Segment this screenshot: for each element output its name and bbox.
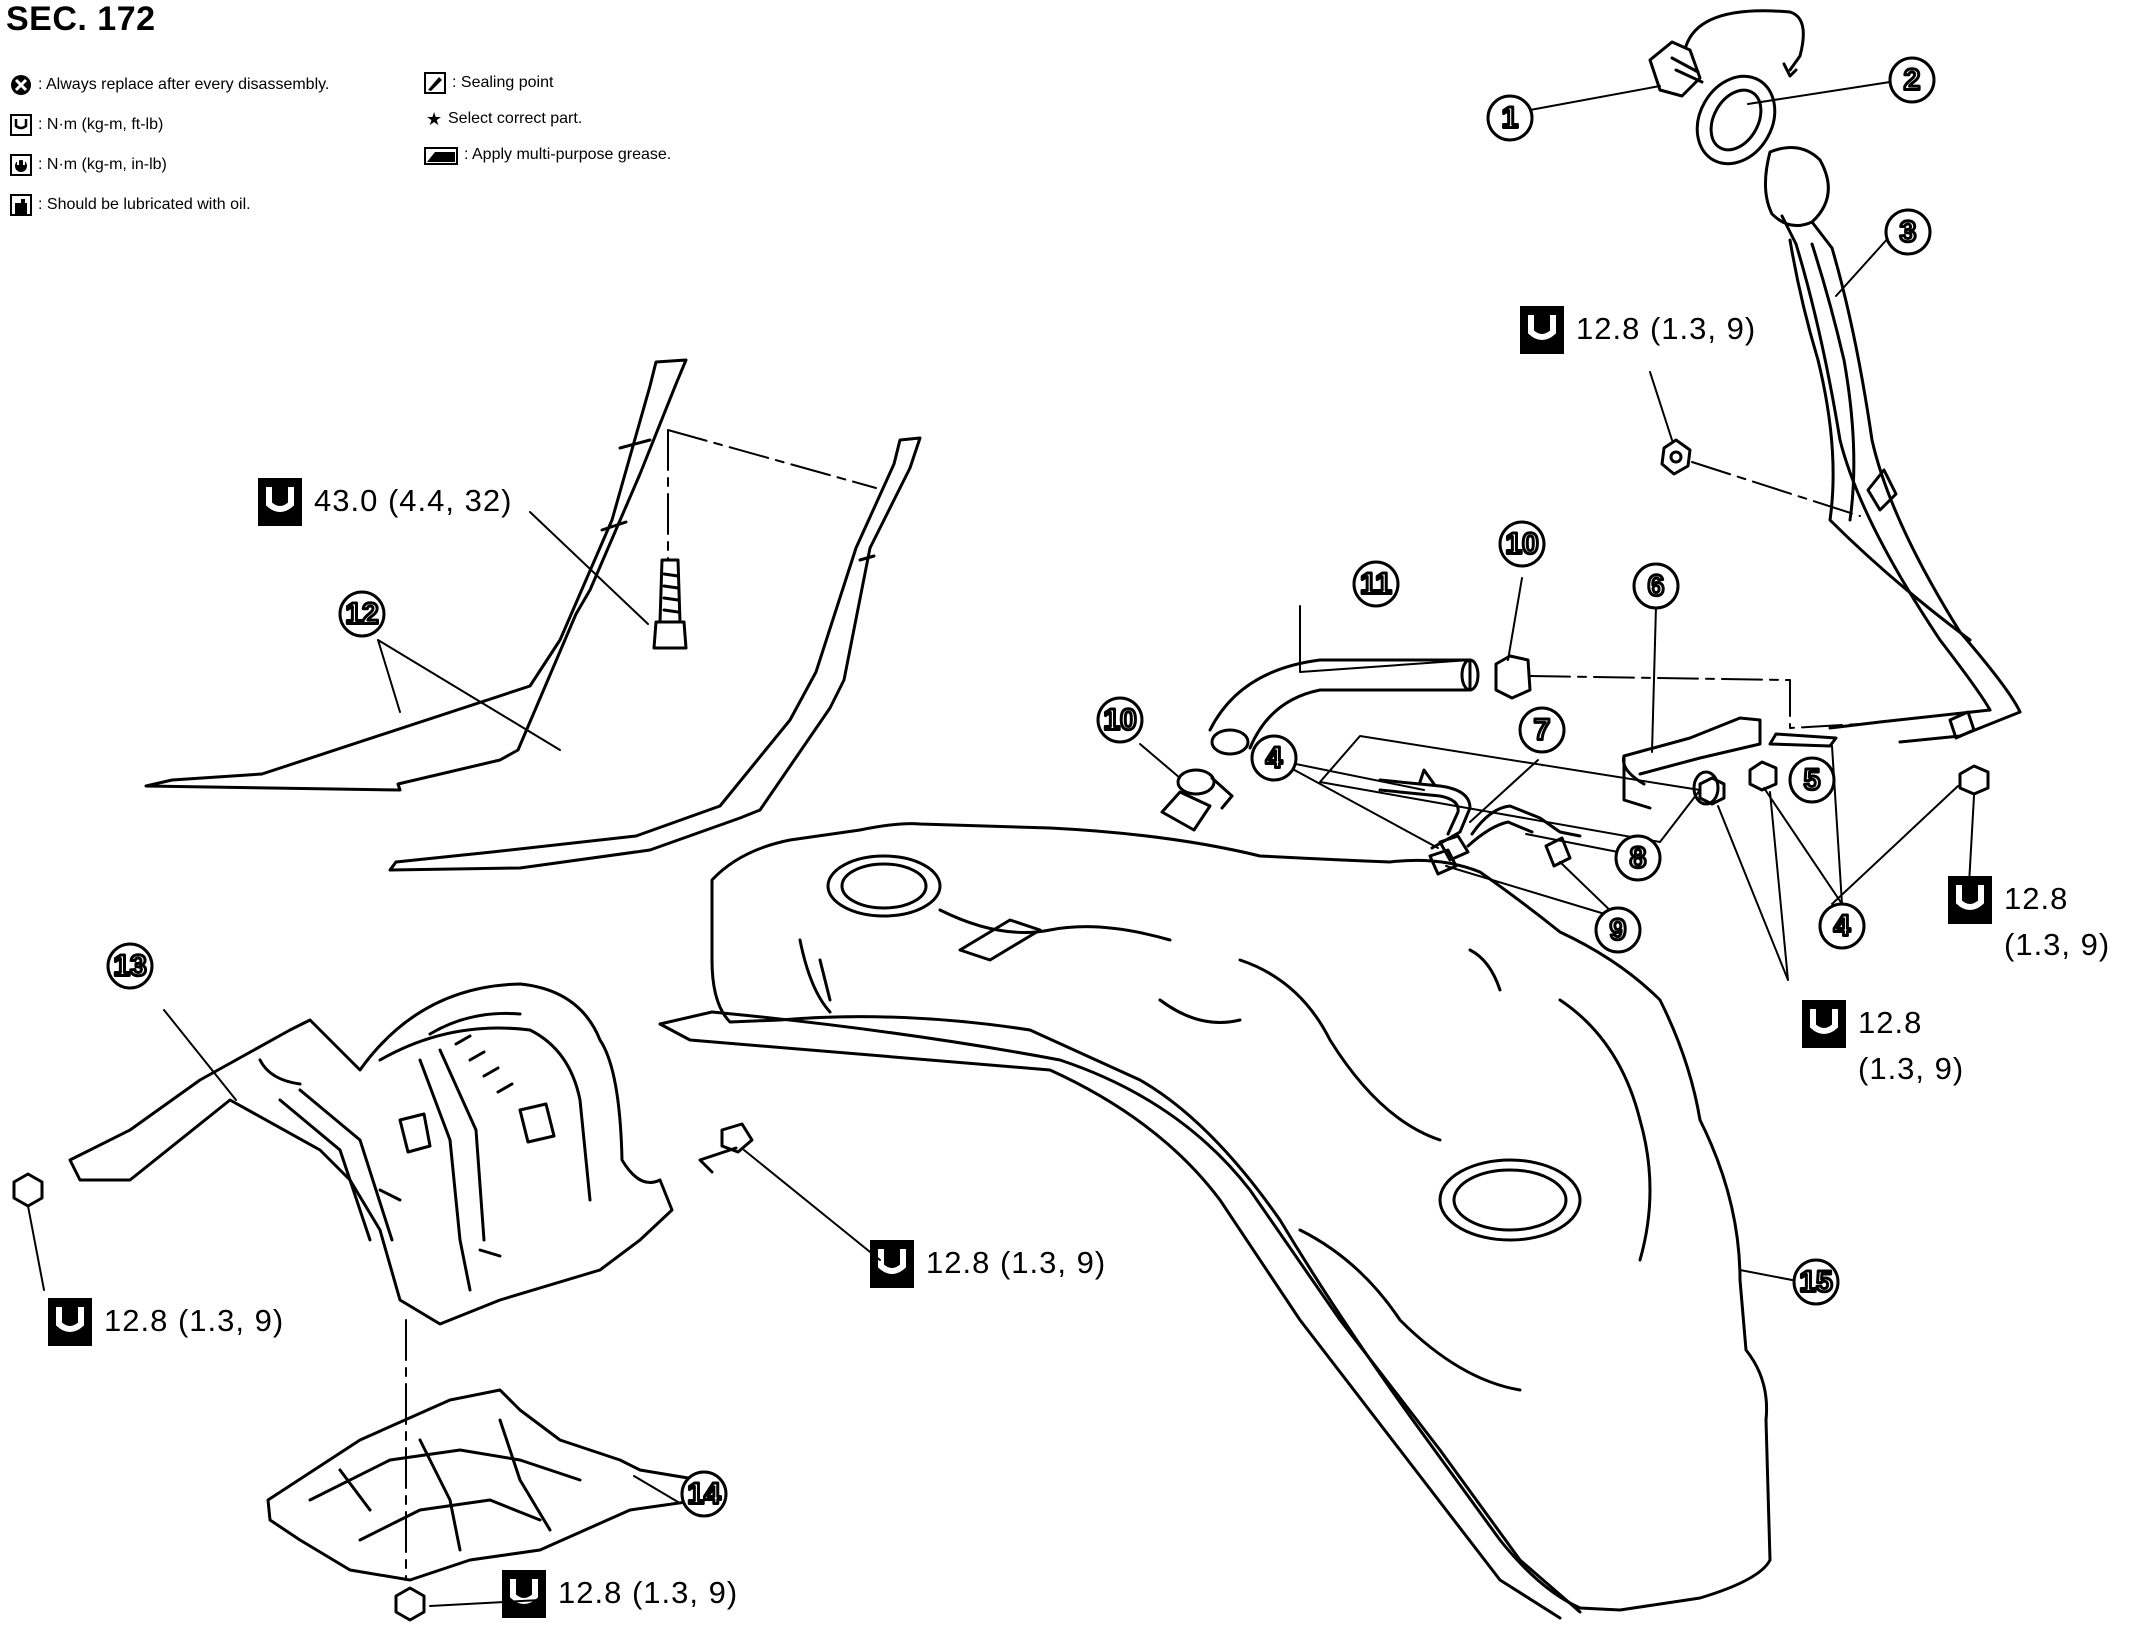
callout-label: 10 (1103, 704, 1136, 737)
callout-5: 5 (1788, 756, 1836, 804)
legend-item-replace: : Always replace after every disassembly… (10, 74, 329, 96)
section-title: SEC. 172 (6, 0, 156, 38)
torque-value: 12.8 (1.3, 9) (1576, 311, 1757, 346)
callout-4-left: 4 (1250, 734, 1298, 782)
torque-spec-hose-clip-right: 12.8 (1.3, 9) (1948, 876, 2110, 968)
leader-lines (27, 81, 1975, 1607)
legend-item-grease: : Apply multi-purpose grease. (424, 144, 671, 166)
torque-value: 12.8 (1.3, 9) (2004, 881, 2111, 962)
legend-text: Select correct part. (448, 110, 583, 127)
hose-clamp-lower (1176, 768, 1234, 810)
filler-bracket-nut (1660, 438, 1692, 476)
callout-13: 13 (106, 942, 154, 990)
torque-wrench-icon (1520, 306, 1564, 354)
hose-clamp-upper (1494, 654, 1532, 700)
legend-text: : N·m (kg-m, in-lb) (38, 156, 167, 173)
torque-spec-filler-bracket: 12.8 (1.3, 9) (1520, 306, 1756, 354)
callout-10-left: 10 (1096, 696, 1144, 744)
protector-nut-left (12, 1172, 44, 1208)
callout-label: 2 (1904, 64, 1921, 97)
torque-value: 43.0 (4.4, 32) (314, 483, 513, 518)
fuel-tank-band (144, 358, 922, 872)
torque-spec-tank-band: 43.0 (4.4, 32) (258, 478, 512, 526)
torque-spec-underguard-nut: 12.8 (1.3, 9) (502, 1570, 738, 1618)
torque-wrench-small-icon (10, 154, 32, 176)
legend-text: : N·m (kg-m, ft-lb) (38, 116, 164, 133)
callout-10-right: 10 (1498, 520, 1546, 568)
torque-value: 12.8 (1.3, 9) (1858, 1005, 1965, 1086)
callout-2: 2 (1888, 56, 1936, 104)
callout-11: 11 (1352, 560, 1400, 608)
replace-circle-x-icon (11, 75, 31, 95)
heat-protector (68, 982, 674, 1326)
callout-12: 12 (338, 590, 386, 638)
legend-item-oil: : Should be lubricated with oil. (10, 194, 251, 216)
callout-4-right: 4 (1818, 902, 1866, 950)
torque-spec-protector-nut: 12.8 (1.3, 9) (48, 1298, 284, 1346)
fuel-tank (658, 822, 1772, 1620)
fuel-filler-tube (1763, 146, 2022, 744)
torque-wrench-icon (870, 1240, 914, 1288)
under-guard-nut (394, 1586, 426, 1622)
sealing-point-icon (424, 72, 446, 94)
callout-label: 9 (1610, 914, 1627, 947)
under-guard (266, 1388, 702, 1582)
torque-wrench-icon (502, 1570, 546, 1618)
torque-spec-bracket-nuts: 12.8 (1.3, 9) (1802, 1000, 1964, 1092)
callout-6: 6 (1632, 562, 1680, 610)
callout-label: 13 (113, 950, 146, 983)
callout-9: 9 (1594, 906, 1642, 954)
oil-can-icon (10, 194, 32, 216)
bracket-nuts (1698, 760, 1990, 806)
callout-label: 12 (345, 598, 378, 631)
band-bolt (652, 558, 688, 650)
legend-item-sealing: : Sealing point (424, 72, 553, 94)
torque-spec-protector-bolt: 12.8 (1.3, 9) (870, 1240, 1106, 1288)
legend-text: : Sealing point (452, 74, 554, 91)
vent-hose (1208, 658, 1480, 756)
legend-item-torque-ftlb: : N·m (kg-m, ft-lb) (10, 114, 163, 136)
callout-8: 8 (1614, 834, 1662, 882)
callout-7: 7 (1518, 706, 1566, 754)
callout-label: 11 (1360, 568, 1392, 601)
callout-label: 15 (1799, 1266, 1832, 1299)
torque-value: 12.8 (1.3, 9) (926, 1245, 1107, 1280)
torque-wrench-icon (48, 1298, 92, 1346)
torque-wrench-icon (258, 478, 302, 526)
torque-value: 12.8 (1.3, 9) (558, 1575, 739, 1610)
legend-text: : Always replace after every disassembly… (38, 76, 330, 93)
callout-label: 6 (1648, 570, 1665, 603)
callout-label: 7 (1534, 714, 1551, 747)
callout-label: 4 (1834, 910, 1851, 943)
grease-icon (424, 147, 458, 165)
star-icon: ★ (426, 109, 443, 129)
callout-14: 14 (680, 1470, 728, 1518)
torque-value: 12.8 (1.3, 9) (104, 1303, 285, 1338)
protector-bolt (698, 1122, 754, 1174)
legend-item-torque-inlb: : N·m (kg-m, in-lb) (10, 154, 167, 176)
torque-wrench-icon (1802, 1000, 1846, 1048)
callout-label: 8 (1630, 842, 1647, 875)
filler-cap (1648, 9, 1805, 98)
fuel-tube-bracket (1319, 716, 1762, 843)
callout-3: 3 (1884, 208, 1932, 256)
legend-text: : Apply multi-purpose grease. (464, 146, 672, 163)
callout-1: 1 (1486, 94, 1534, 142)
callout-label: 4 (1266, 742, 1283, 775)
callout-label: 10 (1505, 528, 1538, 561)
callout-15: 15 (1792, 1258, 1840, 1306)
callout-label: 5 (1804, 764, 1821, 797)
fuel-tubes (1378, 732, 1838, 876)
callout-label: 1 (1502, 102, 1519, 135)
callout-label: 3 (1900, 216, 1917, 249)
callout-label: 14 (687, 1478, 721, 1511)
legend-text: : Should be lubricated with oil. (38, 196, 251, 213)
legend-item-select: ★ Select correct part. (426, 108, 582, 130)
torque-wrench-icon (10, 114, 32, 136)
filler-cap-gasket (1695, 74, 1777, 166)
